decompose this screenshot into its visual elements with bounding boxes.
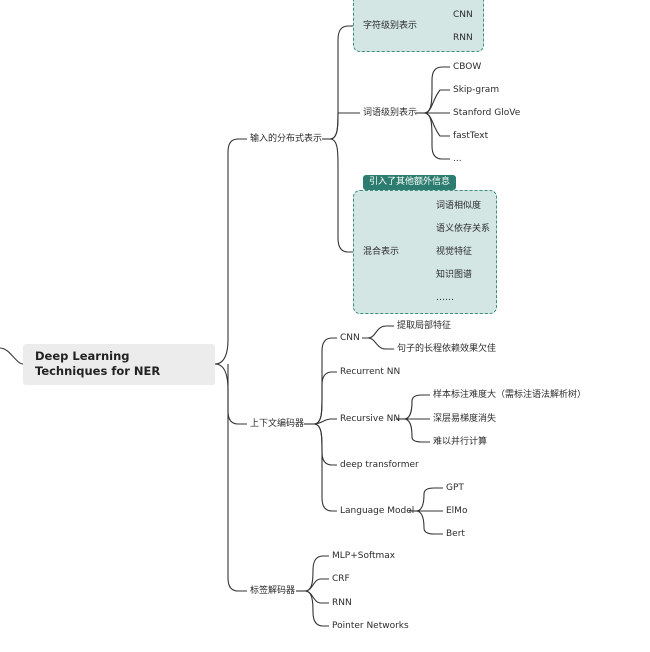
cnn-child-long-range[interactable]: 句子的长程依赖效果欠佳 xyxy=(397,344,497,354)
decoder-child-rnn[interactable]: RNN xyxy=(332,598,352,608)
word-child-glove[interactable]: Stanford GloVe xyxy=(453,108,521,118)
branch-tag-decoder[interactable]: 标签解码器 xyxy=(250,586,296,596)
hybrid-child-knowledge-graph[interactable]: 知识图谱 xyxy=(436,270,473,280)
hybrid-extra-info-tag: 引入了其他额外信息 xyxy=(363,175,457,190)
char-level-node[interactable]: 字符级别表示 xyxy=(363,21,418,31)
encoder-transformer-node[interactable]: deep transformer xyxy=(340,460,419,470)
hybrid-group xyxy=(353,190,497,314)
root-node[interactable]: Deep Learning Techniques for NER xyxy=(23,344,215,385)
word-child-fasttext[interactable]: fastText xyxy=(453,131,489,141)
decoder-child-crf[interactable]: CRF xyxy=(332,574,350,584)
hybrid-child-ellipsis[interactable]: …… xyxy=(436,293,454,303)
branch-context-encoder[interactable]: 上下文编码器 xyxy=(250,419,305,429)
hybrid-node[interactable]: 混合表示 xyxy=(363,247,400,257)
branch-input-representation[interactable]: 输入的分布式表示 xyxy=(250,134,323,144)
cnn-child-local-features[interactable]: 提取局部特征 xyxy=(397,321,452,331)
decoder-child-pointer-networks[interactable]: Pointer Networks xyxy=(332,621,409,631)
hybrid-child-word-similarity[interactable]: 词语相似度 xyxy=(436,201,482,211)
word-child-ellipsis[interactable]: ... xyxy=(453,154,462,164)
recursive-child-gradient[interactable]: 深层易梯度消失 xyxy=(433,414,497,424)
hybrid-child-dependency[interactable]: 语义依存关系 xyxy=(436,224,491,234)
recursive-child-parallel[interactable]: 难以并行计算 xyxy=(433,437,488,447)
char-child-cnn[interactable]: CNN xyxy=(453,10,473,20)
encoder-rnn-node[interactable]: Recurrent NN xyxy=(340,367,401,377)
lm-child-elmo[interactable]: ElMo xyxy=(446,506,468,516)
encoder-lm-node[interactable]: Language Model xyxy=(340,506,415,516)
encoder-cnn-node[interactable]: CNN xyxy=(340,333,360,343)
word-level-node[interactable]: 词语级别表示 xyxy=(363,108,418,118)
lm-child-gpt[interactable]: GPT xyxy=(446,483,464,493)
encoder-recursive-node[interactable]: Recursive NN xyxy=(340,414,401,424)
char-level-group xyxy=(353,0,484,52)
word-child-skipgram[interactable]: Skip-gram xyxy=(453,85,500,95)
word-child-cbow[interactable]: CBOW xyxy=(453,62,482,72)
recursive-child-annotation[interactable]: 样本标注难度大（需标注语法解析树） xyxy=(433,390,587,400)
lm-child-bert[interactable]: Bert xyxy=(446,529,465,539)
decoder-child-mlp-softmax[interactable]: MLP+Softmax xyxy=(332,551,396,561)
char-child-rnn[interactable]: RNN xyxy=(453,33,473,43)
hybrid-child-visual[interactable]: 视觉特征 xyxy=(436,247,473,257)
